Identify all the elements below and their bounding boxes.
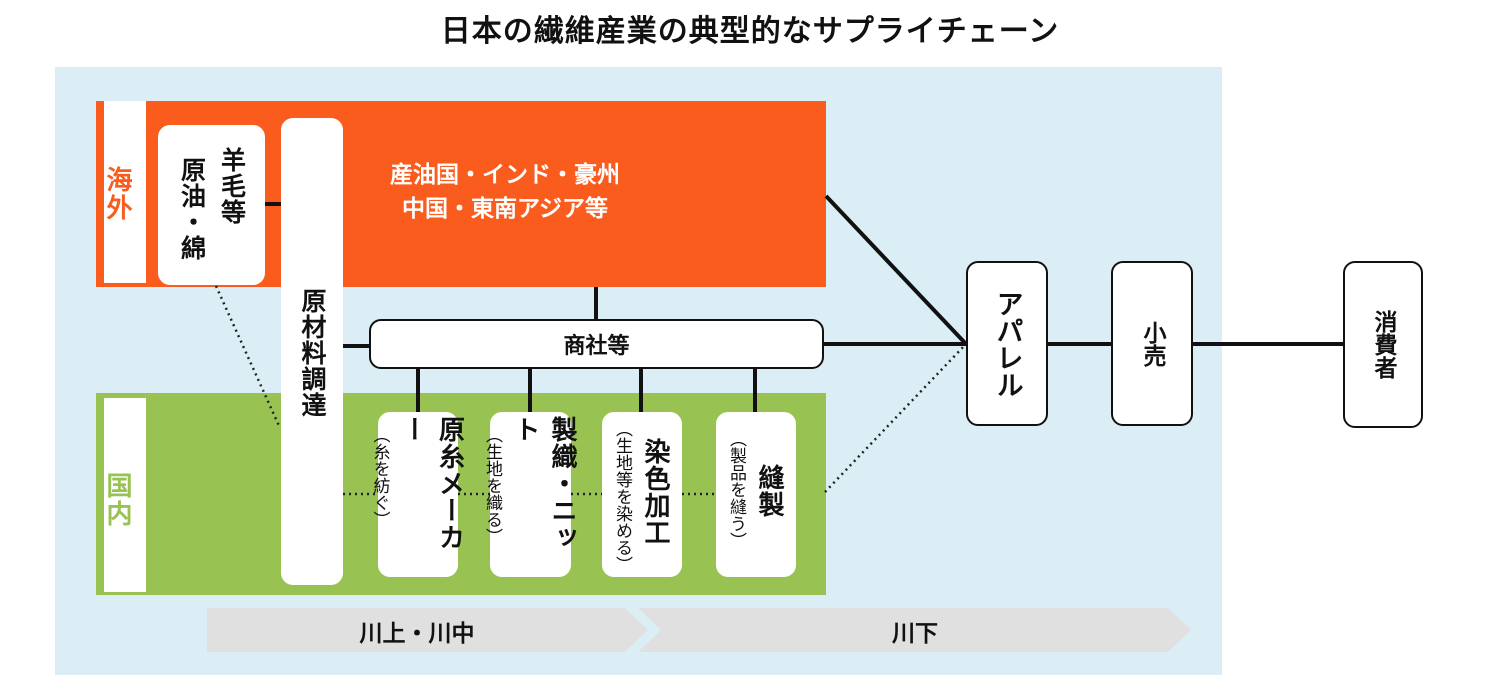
weaving-name: 製織・ニット bbox=[510, 416, 577, 551]
diagram-title: 日本の繊維産業の典型的なサプライチェーン bbox=[440, 14, 1060, 49]
weaving-box: 製織・ニット （生地を織る） bbox=[482, 412, 577, 577]
overseas-to-apparel-line bbox=[824, 194, 968, 346]
dyeing-desc: （生地等を染める） bbox=[612, 420, 632, 573]
downstream-arrow-shape bbox=[638, 608, 1191, 652]
retail-label: 小売 bbox=[1139, 320, 1165, 367]
overseas-label: 海外 bbox=[102, 166, 132, 222]
domestic-region bbox=[96, 393, 826, 595]
yarn-maker-desc: （糸を紡ぐ） bbox=[369, 426, 390, 528]
overseas-countries-line1: 産油国・インド・豪州 bbox=[390, 162, 620, 188]
domestic-to-apparel-dotted bbox=[824, 343, 967, 493]
raw-materials-col2: 原油・綿 bbox=[177, 157, 207, 261]
consumer-box: 消費者 bbox=[1343, 261, 1423, 428]
raw-to-domestic-dotted bbox=[214, 285, 282, 429]
yarn-maker-name: 原糸メーカー bbox=[397, 416, 465, 551]
dyeing-box: 染色加工 （生地等を染める） bbox=[602, 412, 682, 577]
overseas-countries-line2: 中国・東南アジア等 bbox=[401, 196, 609, 222]
procurement-box: 原材料調達 bbox=[281, 118, 343, 585]
upstream-label: 川上・川中 bbox=[359, 621, 475, 647]
sewing-desc: （製品を縫う） bbox=[726, 430, 746, 549]
upstream-arrow-shape bbox=[207, 608, 648, 652]
domestic-label: 国内 bbox=[102, 472, 132, 528]
downstream-label: 川下 bbox=[892, 621, 938, 647]
trading-company-label: 商社等 bbox=[563, 334, 630, 359]
procurement-label: 原材料調達 bbox=[298, 288, 327, 418]
apparel-label: アパレル bbox=[991, 289, 1023, 398]
trading-company-box: 商社等 bbox=[369, 319, 824, 369]
apparel-box: アパレル bbox=[966, 261, 1048, 426]
overseas-countries: 産油国・インド・豪州 中国・東南アジア等 bbox=[340, 158, 670, 226]
sewing-box: 縫製 （製品を縫う） bbox=[716, 412, 796, 577]
weaving-desc: （生地を織る） bbox=[482, 426, 502, 545]
raw-materials-box: 羊毛等 原油・綿 bbox=[158, 125, 265, 285]
domestic-tab bbox=[104, 398, 146, 592]
yarn-maker-box: 原糸メーカー （糸を紡ぐ） bbox=[370, 412, 465, 577]
retail-box: 小売 bbox=[1111, 261, 1193, 426]
overseas-tab bbox=[104, 101, 146, 283]
dyeing-name: 染色加工 bbox=[640, 438, 670, 546]
consumer-label: 消費者 bbox=[1370, 310, 1396, 379]
sewing-name: 縫製 bbox=[754, 464, 784, 518]
raw-materials-col1: 羊毛等 bbox=[217, 147, 247, 225]
